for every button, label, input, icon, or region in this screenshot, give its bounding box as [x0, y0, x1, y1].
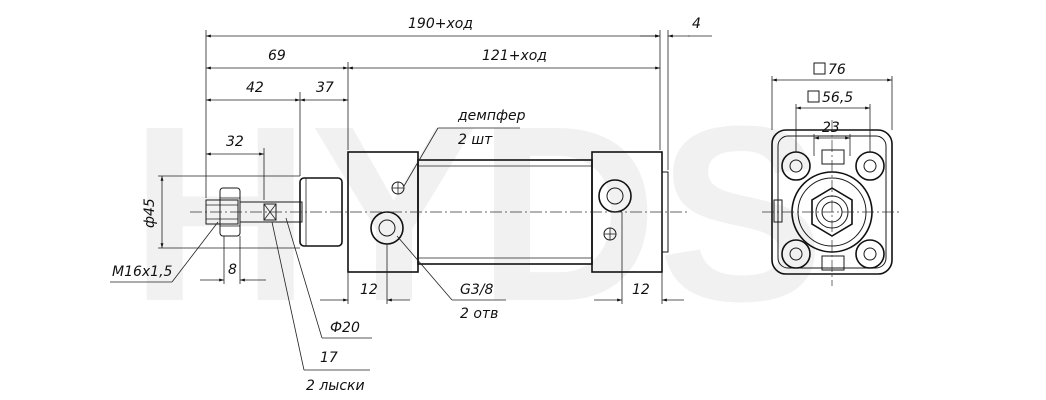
top-key — [821, 149, 845, 165]
side-view — [190, 151, 690, 273]
square-symbol-inner — [807, 90, 820, 103]
watermark-text: HYDS — [130, 74, 825, 353]
tie-rod-bolt-tr — [855, 151, 885, 181]
dim-front-to-mount: 69 — [268, 48, 286, 64]
dim-rod-thread-len: 42 — [246, 80, 264, 96]
callout-damper-label: демпфер — [457, 108, 526, 124]
dim-square-inner: 56,5 — [822, 90, 853, 106]
dim-front-port-offset: 12 — [360, 282, 378, 298]
dim-flats-width: 8 — [228, 262, 237, 278]
callout-port-count: 2 отв — [460, 306, 498, 322]
dim-rear-port-offset: 12 — [632, 282, 650, 298]
dim-thread-engage: 32 — [226, 134, 244, 150]
callout-flats-count: 2 лыски — [306, 378, 365, 394]
callout-thread: M16x1,5 — [112, 264, 173, 280]
dim-square-outer: 76 — [828, 62, 846, 78]
dim-overall-length: 190+ход — [408, 16, 473, 32]
callout-rod-dia: Ф20 — [330, 320, 360, 336]
dim-rear-gap: 4 — [692, 16, 701, 32]
dim-gland-len: 37 — [316, 80, 334, 96]
callout-flats-size: 17 — [320, 350, 338, 366]
square-symbol-outer — [813, 62, 826, 75]
end-view: 76 56,5 23 — [762, 62, 902, 286]
callout-port-thread: G3/8 — [460, 282, 493, 298]
tie-rod-bolt-br — [855, 239, 885, 269]
dim-bolt-spacing: 23 — [822, 120, 840, 136]
bottom-key — [821, 255, 845, 271]
tie-rod-bolt-bl — [781, 239, 811, 269]
dimension-labels: 190+ход 4 69 121+ход 42 37 32 ф45 8 12 1… — [112, 16, 701, 394]
callout-damper-count: 2 шт — [458, 132, 493, 148]
dim-body-length: 121+ход — [482, 48, 547, 64]
leader-lines — [110, 127, 520, 371]
dimension-lines — [158, 30, 712, 304]
dim-rod-end-dia: ф45 — [142, 198, 158, 228]
